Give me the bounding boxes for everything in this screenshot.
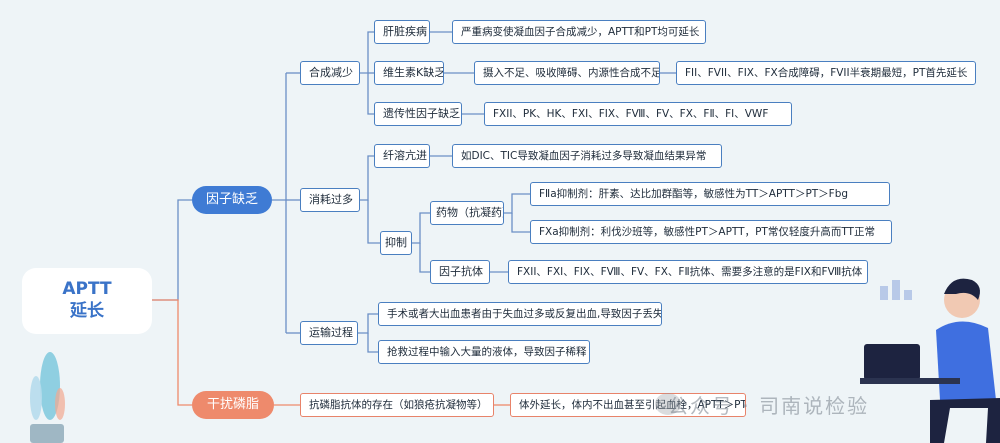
branch-phospholipid: 干扰磷脂	[192, 391, 274, 419]
node-factor-antibody: 因子抗体	[430, 260, 490, 284]
node-hereditary: 遗传性因子缺乏	[374, 102, 462, 126]
link-root-factor	[152, 199, 192, 301]
node-drug-fxa: FXa抑制剂：利伐沙班等，敏感性PT＞APTT，PT常仅轻度升高而TT正常	[530, 220, 892, 244]
node-factor-antibody-detail: FXII、FXI、FIX、FⅧ、FⅤ、FX、FⅡ抗体、需要多注意的是FIX和FⅧ…	[508, 260, 868, 284]
group-transport: 运输过程	[300, 321, 358, 345]
node-drug-f2a: FⅡa抑制剂：肝素、达比加群酯等，敏感性为TT＞APTT＞PT＞Fbg	[530, 182, 890, 206]
node-drug: 药物（抗凝药）	[430, 201, 504, 225]
node-transport-2: 抢救过程中输入大量的液体，导致因子稀释	[378, 340, 590, 364]
node-antiphospholipid: 抗磷脂抗体的存在（如狼疮抗凝物等）	[300, 393, 494, 417]
person-laptop-illustration	[860, 278, 1000, 443]
plant-illustration	[30, 352, 65, 443]
node-vitk-detail: 摄入不足、吸收障碍、内源性合成不足	[474, 61, 660, 85]
node-transport-1: 手术或者大出血患者由于失血过多或反复出血,导致因子丢失	[378, 302, 662, 326]
node-liver: 肝脏疾病	[374, 20, 430, 44]
node-inhibition: 抑制	[380, 231, 412, 255]
group-reduced-synthesis: 合成减少	[300, 61, 360, 85]
root-node: APTT 延长	[22, 268, 152, 334]
watermark-text: 公众号 · 司南说检验	[668, 394, 870, 418]
node-antiphospholipid-detail: 体外延长，体内不出血甚至引起血栓，APTT＞PT	[510, 393, 746, 417]
group-excess-consumption: 消耗过多	[300, 188, 360, 212]
branch-factor-deficiency: 因子缺乏	[192, 186, 272, 214]
node-hereditary-detail: FXII、PK、HK、FXI、FIX、FⅧ、FⅤ、FX、FⅡ、FⅠ、VWF	[484, 102, 792, 126]
node-vitk: 维生素K缺乏	[374, 61, 444, 85]
node-liver-detail: 严重病变使凝血因子合成减少，APTT和PT均可延长	[452, 20, 706, 44]
root-line-1: APTT	[62, 279, 112, 299]
node-fibrinolysis: 纤溶亢进	[374, 144, 430, 168]
node-vitk-detail-2: FII、FVII、FIX、FX合成障碍，FVII半衰期最短，PT首先延长	[676, 61, 976, 85]
wechat-icon	[655, 393, 681, 415]
link-root-phospholipid	[152, 299, 192, 406]
root-line-2: 延长	[70, 301, 104, 321]
node-fibrinolysis-detail: 如DIC、TIC导致凝血因子消耗过多导致凝血结果异常	[452, 144, 722, 168]
link-factor-trunk	[272, 73, 287, 201]
